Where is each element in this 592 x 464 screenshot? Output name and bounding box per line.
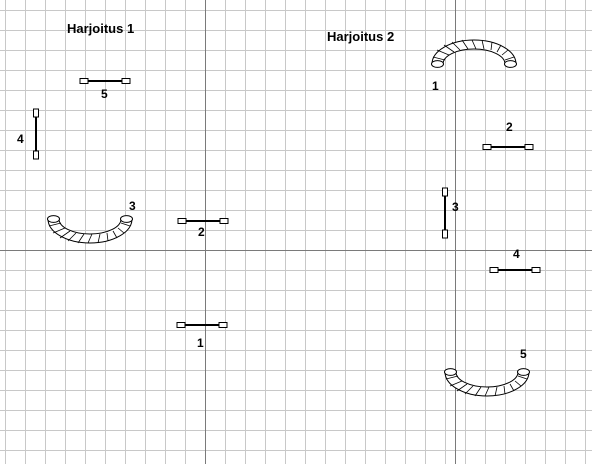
exercise-1-part-3-tube[interactable]	[47, 215, 133, 244]
exercise-1-part-2-label: 2	[198, 225, 205, 239]
exercise-2-part-3-label: 3	[452, 200, 459, 214]
exercise-2-part-4-label: 4	[513, 247, 520, 261]
exercise-1-part-1-label: 1	[197, 336, 204, 350]
exercise-2-part-2-bar[interactable]	[482, 144, 534, 150]
exercise-2-part-5-label: 5	[520, 347, 527, 361]
exercise-1-part-1-bar[interactable]	[176, 322, 228, 328]
exercise-1-part-2-bar[interactable]	[177, 218, 229, 224]
exercise-2-part-4-bar[interactable]	[489, 267, 541, 273]
exercise-2-part-1-tube[interactable]	[431, 39, 517, 68]
exercise-1-part-5-label: 5	[101, 87, 108, 101]
exercise-2-part-2-label: 2	[506, 120, 513, 134]
exercise-1-part-4-bar[interactable]	[33, 108, 39, 160]
exercise-1-part-4-label: 4	[17, 132, 24, 146]
exercise-2-part-1-label: 1	[432, 79, 439, 93]
exercise-1-part-5-bar[interactable]	[79, 78, 131, 84]
exercise-2-part-3-bar[interactable]	[442, 187, 448, 239]
exercise-1-title: Harjoitus 1	[67, 21, 135, 36]
exercise-2-part-5-tube[interactable]	[444, 368, 530, 397]
exercise-2-title: Harjoitus 2	[327, 29, 395, 44]
exercise-1-part-3-label: 3	[129, 199, 136, 213]
